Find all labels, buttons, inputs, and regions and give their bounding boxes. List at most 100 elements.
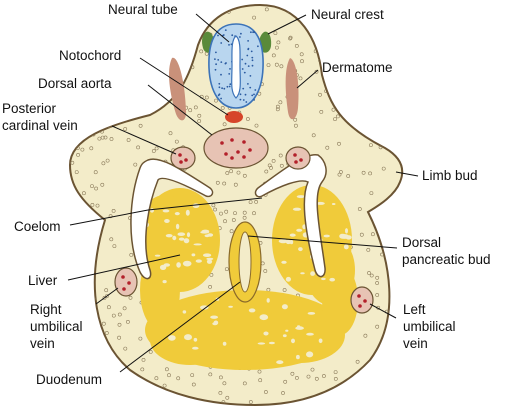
mesenchyme-dot — [396, 251, 401, 256]
liver-sinusoid — [185, 209, 190, 216]
mesenchyme-dot — [70, 248, 72, 253]
posterior-cardinal-vein-right — [285, 146, 311, 170]
mesenchyme-dot — [105, 294, 109, 299]
neural-tube-cell — [215, 63, 218, 66]
mesenchyme-dot — [204, 95, 209, 100]
mesenchyme-dot — [103, 135, 108, 140]
mesenchyme-dot — [191, 382, 196, 387]
mesenchyme-dot — [153, 399, 158, 404]
mesenchyme-dot — [100, 135, 105, 140]
liver-sinusoid — [281, 304, 288, 310]
mesenchyme-dot — [396, 105, 401, 110]
liver-sinusoid — [278, 239, 288, 244]
mesenchyme-dot — [70, 230, 73, 235]
mesenchyme-dot — [369, 273, 374, 278]
posterior-cardinal-vein-left — [170, 146, 196, 170]
mesenchyme-dot — [97, 136, 102, 141]
mesenchyme-dot — [375, 275, 380, 280]
label-duodenum: Duodenum — [36, 372, 102, 387]
blood-cell — [230, 156, 234, 160]
mesenchyme-dot — [373, 47, 378, 52]
neural-tube-cell — [249, 86, 252, 89]
liver-sinusoid — [285, 276, 291, 282]
label-dorsal-aorta: Dorsal aorta — [38, 76, 112, 91]
mesenchyme-dot — [208, 372, 213, 377]
neural-tube-cell — [257, 45, 259, 48]
mesenchyme-dot — [140, 367, 145, 372]
mesenchyme-dot — [319, 110, 324, 114]
mesenchyme-dot — [278, 100, 283, 105]
neural-tube-cell — [228, 85, 231, 88]
mesenchyme-dot — [310, 367, 315, 372]
neural-tube-cell — [239, 36, 241, 38]
mesenchyme-dot — [61, 150, 64, 153]
mesenchyme-dot — [288, 35, 293, 40]
mesenchyme-dot — [335, 114, 340, 119]
mesenchyme-dot — [60, 396, 63, 399]
mesenchyme-dot — [219, 211, 223, 216]
label-right-umbilical-vein-line2: umbilical — [30, 319, 83, 334]
mesenchyme-dot — [371, 111, 376, 116]
label-right-umbilical-vein-line1: Right — [30, 302, 62, 317]
neural-tube-cell — [246, 54, 249, 57]
mesenchyme-dot — [331, 107, 336, 112]
mesenchyme-dot — [405, 52, 408, 55]
liver-sinusoid — [183, 238, 190, 244]
coelom-cavity — [130, 154, 327, 280]
mesenchyme-dot — [337, 172, 342, 177]
mesenchyme-dot — [70, 337, 74, 342]
mesenchyme-dot — [283, 379, 288, 384]
liver-sinusoid — [318, 338, 323, 344]
mesenchyme-dot — [99, 342, 104, 347]
liver-sinusoid — [186, 232, 191, 238]
mesenchyme-dot — [213, 207, 218, 212]
leader-dermatome — [296, 69, 319, 89]
neural-tube-cell — [250, 50, 253, 53]
mesenchyme-dot — [93, 170, 98, 175]
mesenchyme-dot — [266, 63, 271, 68]
mesenchyme-dot — [368, 143, 373, 148]
mesenchyme-dot — [153, 388, 158, 393]
leader-coelom — [69, 209, 149, 226]
mesenchyme-dot — [321, 374, 326, 378]
neural-tube-cell — [253, 99, 256, 101]
mesenchyme-dot — [390, 306, 395, 311]
mesenchyme-dot — [290, 7, 295, 12]
mesenchyme-dot — [275, 104, 280, 109]
mesenchyme-dot — [231, 218, 236, 222]
blood-cell — [242, 155, 246, 159]
mesenchyme-dot — [393, 210, 398, 215]
mesenchyme-dot — [88, 62, 93, 67]
liver-sinusoid — [168, 335, 176, 341]
liver-sinusoid — [329, 277, 336, 282]
liver-sinusoid — [343, 244, 349, 250]
mesenchyme-dot — [86, 14, 91, 19]
mesenchyme-dot — [211, 203, 216, 208]
neural-tube-cell — [241, 68, 244, 70]
mesenchyme-dot — [94, 12, 99, 17]
mesenchyme-dot — [100, 363, 105, 368]
mesenchyme-dot — [119, 25, 124, 30]
mesenchyme-dot — [90, 184, 94, 189]
label-neural-tube: Neural tube — [108, 2, 178, 17]
mesenchyme-dot — [173, 16, 178, 21]
mesenchyme-dot — [375, 84, 380, 89]
leader-liver — [67, 254, 181, 281]
mesenchyme-dot — [396, 323, 401, 328]
mesenchyme-dot — [392, 135, 397, 140]
mesenchyme-dot — [176, 376, 181, 381]
mesenchyme-dot — [177, 47, 181, 52]
label-coelom: Coelom — [14, 219, 61, 234]
mesenchyme-dot — [117, 312, 122, 317]
mesenchyme-dot — [191, 42, 196, 46]
mesenchyme-dot — [164, 367, 169, 372]
neural-tube-cell — [229, 68, 231, 70]
liver-sinusoid — [175, 223, 180, 230]
mesenchyme-dot — [138, 123, 143, 128]
liver-sinusoid — [210, 315, 219, 319]
mesenchyme-dot — [252, 211, 256, 216]
neural-tube-cell — [242, 87, 245, 90]
mesenchyme-dot — [190, 373, 195, 378]
label-right-umbilical-vein-line3: vein — [30, 336, 55, 351]
mesenchyme-dot — [351, 122, 356, 127]
